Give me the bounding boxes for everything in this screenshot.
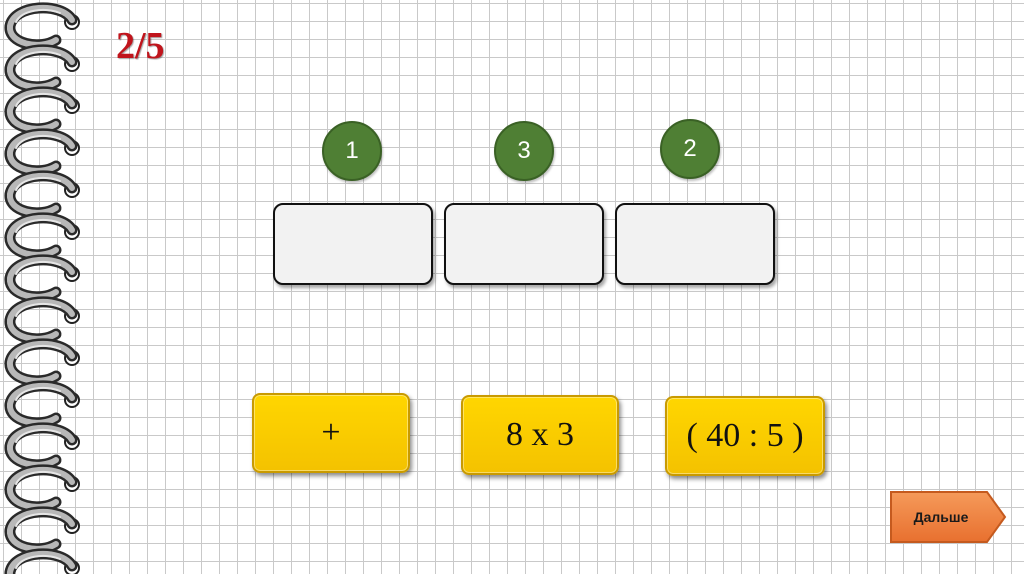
spiral-binding-icon	[4, 2, 80, 574]
next-button-label: Дальше	[913, 509, 969, 525]
order-marker-1: 1	[322, 121, 382, 181]
progress-counter: 2/5	[116, 25, 165, 67]
answer-slot-2[interactable]	[444, 203, 604, 285]
order-marker-2: 3	[494, 121, 554, 181]
answer-slot-3[interactable]	[615, 203, 775, 285]
tile-multiply[interactable]: 8 x 3	[461, 395, 619, 475]
tile-plus[interactable]: +	[252, 393, 410, 473]
arrow-right-icon	[890, 491, 1007, 543]
next-button[interactable]: Дальше	[889, 490, 1007, 544]
order-marker-3: 2	[660, 119, 720, 179]
tile-divide[interactable]: ( 40 : 5 )	[665, 396, 825, 476]
answer-slot-1[interactable]	[273, 203, 433, 285]
